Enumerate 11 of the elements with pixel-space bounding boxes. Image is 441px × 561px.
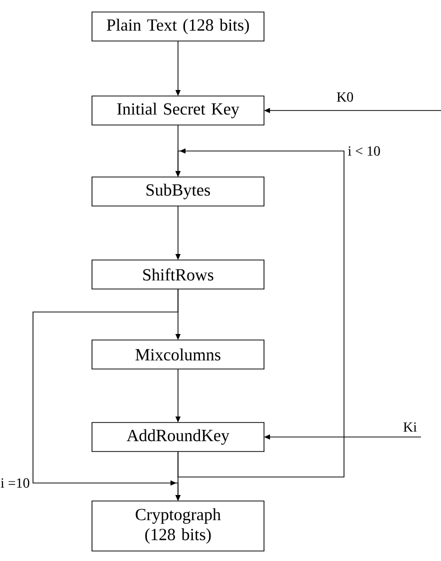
process-box: Mixcolumns [92, 340, 264, 370]
process-box: ShiftRows [92, 260, 264, 290]
edge-label: i < 10 [346, 145, 382, 157]
process-box: AddRoundKey [92, 422, 264, 452]
process-box: Initial Secret Key [92, 96, 264, 126]
edge-label: Ki [402, 421, 418, 433]
edge-label: i =10 [0, 477, 31, 489]
process-box: Plain Text (128 bits) [92, 12, 264, 42]
process-box: SubBytes [92, 176, 264, 206]
process-box: Cryptograph (128 bits) [92, 500, 264, 552]
edge-label: K0 [335, 91, 355, 103]
